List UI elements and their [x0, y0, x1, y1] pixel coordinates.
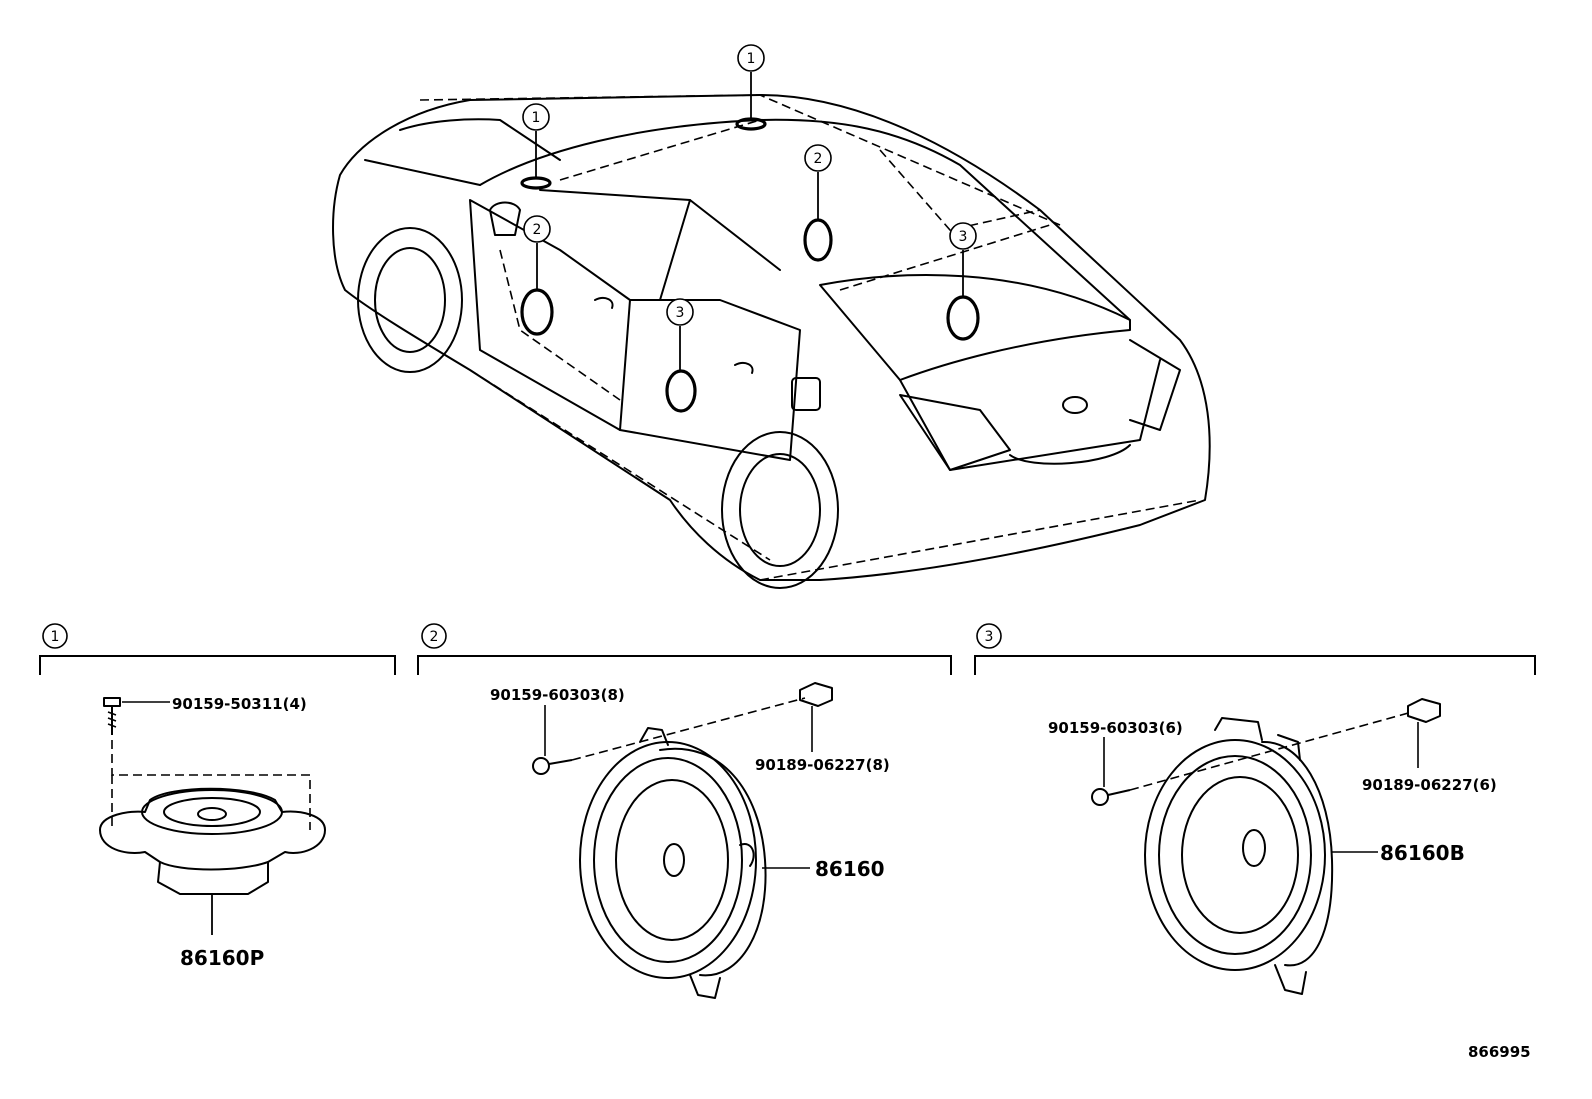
callout-circle	[804, 144, 832, 172]
section-bracket	[39, 655, 396, 675]
part-label: 86160	[815, 857, 885, 881]
location-ring-tweeter-right	[735, 117, 767, 131]
part-label: 86160P	[180, 946, 264, 970]
section-3-parts: 90159-60303(6) 90189-06227(6) 86160B	[1048, 698, 1497, 995]
part-label: 90189-06227(6)	[1362, 776, 1497, 794]
location-ring-rear-door-left	[665, 369, 697, 413]
location-ring-rear-door-right	[946, 295, 980, 341]
callout-number: 2	[533, 222, 542, 238]
speaker-location-markers	[520, 117, 980, 413]
callout-circle	[522, 103, 550, 131]
part-label: 90159-60303(8)	[490, 686, 625, 704]
screw-icon	[103, 697, 121, 735]
section-number: 3	[985, 629, 994, 645]
callout-number: 3	[959, 229, 968, 245]
callout-circle	[949, 222, 977, 250]
car-callouts: 1 1 2 2 3 3	[522, 44, 977, 371]
screw-icon	[532, 757, 573, 775]
screw-icon	[1091, 788, 1131, 806]
tweeter-speaker-icon	[99, 787, 326, 935]
callout-circle	[523, 215, 551, 243]
section-3-header: 3	[974, 623, 1536, 675]
section-number: 1	[51, 629, 60, 645]
section-circle	[42, 623, 68, 649]
diagram-number: 866995	[1468, 1043, 1531, 1061]
car-illustration	[332, 94, 1211, 589]
door-speaker-icon	[579, 727, 767, 999]
section-number: 2	[430, 629, 439, 645]
callout-number: 1	[532, 110, 541, 126]
callout-circle	[666, 298, 694, 326]
clip-nut-icon	[1407, 698, 1441, 723]
callout-circle	[737, 44, 765, 72]
part-label: 90159-50311(4)	[172, 695, 307, 713]
section-bracket	[974, 655, 1536, 675]
location-ring-front-door-right	[803, 218, 833, 262]
callout-number: 1	[747, 51, 756, 67]
section-1-parts: 90159-50311(4) 86160P	[99, 695, 326, 970]
callout-number: 2	[814, 151, 823, 167]
section-2-header: 2	[417, 623, 952, 675]
section-1-header: 1	[39, 623, 396, 675]
section-2-parts: 90159-60303(8) 90189-06227(8) 86160	[490, 682, 890, 999]
part-label: 90189-06227(8)	[755, 756, 890, 774]
location-ring-front-door-left	[520, 288, 554, 336]
part-label: 86160B	[1380, 841, 1465, 865]
door-speaker-icon	[1144, 717, 1334, 995]
section-circle	[976, 623, 1002, 649]
part-label: 90159-60303(6)	[1048, 719, 1183, 737]
section-circle	[421, 623, 447, 649]
location-ring-tweeter-left	[520, 176, 552, 190]
section-bracket	[417, 655, 952, 675]
callout-number: 3	[676, 305, 685, 321]
clip-nut-icon	[799, 682, 833, 707]
